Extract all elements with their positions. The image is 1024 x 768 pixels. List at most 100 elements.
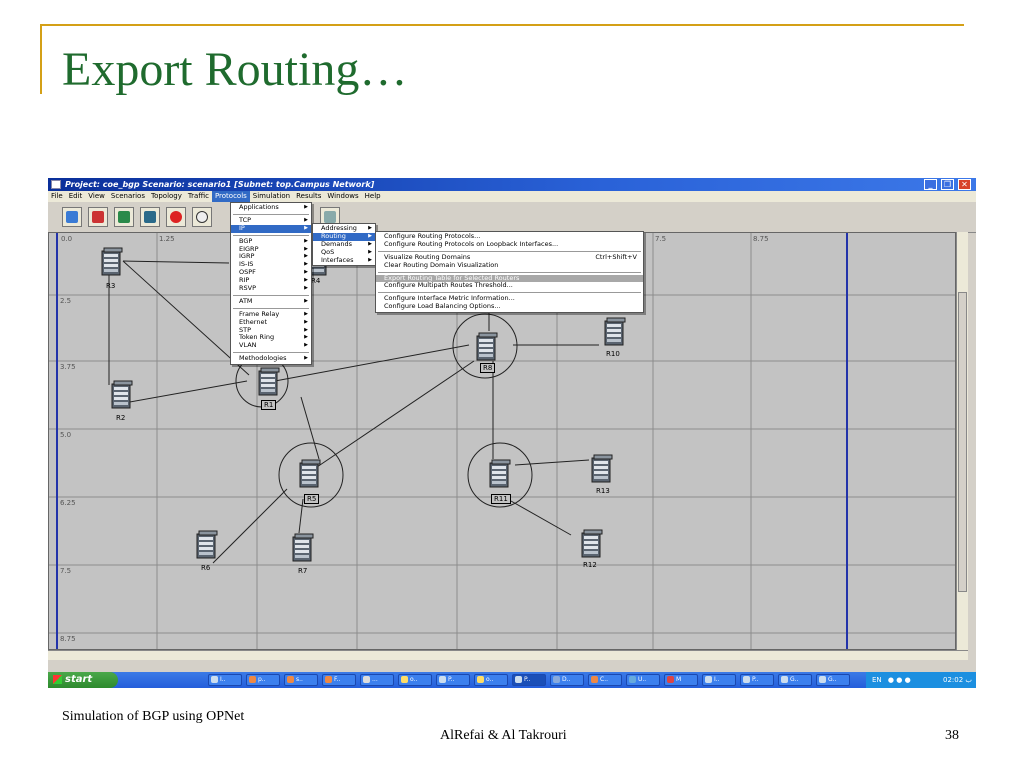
menu-item-rsvp[interactable]: RSVP — [231, 284, 311, 293]
menu-item-label: Visualize Routing Domains — [384, 252, 471, 261]
router-r12-icon[interactable] — [579, 529, 603, 559]
menu-file[interactable]: File — [51, 192, 63, 200]
router-r2-icon[interactable] — [109, 380, 133, 410]
object-palette-icon[interactable] — [320, 207, 340, 227]
language-indicator[interactable]: EN — [872, 676, 882, 684]
menu-topology[interactable]: Topology — [150, 192, 182, 200]
menu-item-rip[interactable]: RIP — [231, 276, 311, 285]
menu-item-token-ring[interactable]: Token Ring — [231, 334, 311, 343]
workspace-grid — [49, 233, 955, 649]
axis-top-1: 1.25 — [159, 235, 175, 243]
taskbar-button[interactable]: o.. — [474, 674, 508, 686]
taskbar-button[interactable]: P.. — [740, 674, 774, 686]
router-label: R3 — [106, 282, 116, 290]
taskbar-button[interactable]: D.. — [550, 674, 584, 686]
taskbar-button[interactable]: I.. — [702, 674, 736, 686]
node-model-icon[interactable] — [140, 207, 160, 227]
axis-left-5: 8.75 — [60, 635, 76, 643]
window-titlebar[interactable]: Project: coe_bgp Scenario: scenario1 [Su… — [48, 178, 976, 191]
task-label: P.. — [524, 676, 531, 683]
taskbar-button[interactable]: C.. — [588, 674, 622, 686]
taskbar-button[interactable]: p.. — [246, 674, 280, 686]
router-r13-icon[interactable] — [589, 454, 613, 484]
start-button[interactable]: start — [48, 672, 118, 688]
axis-left-1: 3.75 — [60, 363, 76, 371]
menu-item-ospf[interactable]: OSPF — [231, 268, 311, 277]
router-label: R7 — [298, 567, 308, 575]
menu-item-configure-multipath-threshold[interactable]: Configure Multipath Routes Threshold... — [384, 281, 513, 290]
router-r8-icon[interactable] — [474, 332, 498, 362]
browser-icon — [249, 676, 256, 683]
task-label: o.. — [410, 676, 418, 683]
menu-item-configure-routing-protocols[interactable]: Configure Routing Protocols... — [384, 232, 481, 240]
taskbar-button[interactable]: s.. — [284, 674, 318, 686]
close-icon[interactable]: ✕ — [958, 179, 971, 190]
taskbar-button-active[interactable]: P.. — [512, 674, 546, 686]
zoom-icon[interactable] — [192, 207, 212, 227]
menu-item-routing[interactable]: Routing — [313, 232, 375, 241]
menu-item-export-routing-table[interactable]: Export Routing Table for Selected Router… — [376, 274, 643, 283]
menu-item-demands[interactable]: Demands — [313, 240, 375, 249]
scroll-thumb[interactable] — [958, 292, 967, 592]
router-r3-icon[interactable] — [99, 247, 123, 277]
open-project-icon[interactable] — [62, 207, 82, 227]
menu-protocols[interactable]: Protocols — [211, 191, 250, 202]
menu-item-bgp[interactable]: BGP — [231, 237, 311, 246]
taskbar-button[interactable]: I.. — [208, 674, 242, 686]
taskbar-button[interactable]: G.. — [778, 674, 812, 686]
router-r6-icon[interactable] — [194, 530, 218, 560]
menu-item-stp[interactable]: STP — [231, 326, 311, 335]
menu-item-interfaces[interactable]: Interfaces — [313, 256, 375, 265]
menu-windows[interactable]: Windows — [327, 192, 359, 200]
menu-separator — [233, 213, 309, 215]
menu-item-clear-routing-domain-visualization[interactable]: Clear Routing Domain Visualization — [384, 260, 499, 269]
minimize-icon[interactable]: _ — [924, 179, 937, 190]
protocol-config-icon[interactable] — [88, 207, 108, 227]
router-graphic — [299, 459, 321, 488]
menu-item-ip[interactable]: IP — [231, 224, 311, 233]
taskbar-button[interactable]: o.. — [398, 674, 432, 686]
menu-help[interactable]: Help — [364, 192, 381, 200]
menu-item-eigrp[interactable]: EIGRP — [231, 245, 311, 254]
axis-top-3: 8.75 — [753, 235, 769, 243]
horizontal-scrollbar[interactable] — [48, 650, 968, 660]
menu-item-addressing[interactable]: Addressing — [313, 224, 375, 233]
menu-item-applications[interactable]: Applications — [231, 203, 311, 212]
menu-item-configure-loopback-routing[interactable]: Configure Routing Protocols on Loopback … — [384, 239, 559, 248]
vertical-scrollbar[interactable] — [956, 232, 968, 650]
menu-item-atm[interactable]: ATM — [231, 297, 311, 306]
network-model-icon[interactable] — [114, 207, 134, 227]
restore-icon[interactable]: ❐ — [941, 179, 954, 190]
menu-traffic[interactable]: Traffic — [187, 192, 209, 200]
router-r5-icon[interactable] — [297, 459, 321, 489]
router-r7-icon[interactable] — [290, 533, 314, 563]
menu-view[interactable]: View — [88, 192, 105, 200]
menu-item-is-is[interactable]: IS-IS — [231, 260, 311, 269]
menu-item-tcp[interactable]: TCP — [231, 216, 311, 225]
taskbar-button[interactable]: F.. — [322, 674, 356, 686]
record-icon[interactable] — [166, 207, 186, 227]
taskbar-button[interactable]: P.. — [436, 674, 470, 686]
menu-item-methodologies[interactable]: Methodologies — [231, 354, 311, 363]
menu-results[interactable]: Results — [296, 192, 322, 200]
menu-item-igrp[interactable]: IGRP — [231, 253, 311, 262]
menu-item-ethernet[interactable]: Ethernet — [231, 318, 311, 327]
menu-item-qos[interactable]: QoS — [313, 248, 375, 257]
taskbar-button[interactable]: ... — [360, 674, 394, 686]
menu-scenarios[interactable]: Scenarios — [110, 192, 145, 200]
menu-item-frame-relay[interactable]: Frame Relay — [231, 310, 311, 319]
menu-edit[interactable]: Edit — [68, 192, 83, 200]
menu-item-configure-load-balancing[interactable]: Configure Load Balancing Options... — [384, 302, 501, 311]
router-r10-icon[interactable] — [602, 317, 626, 347]
task-label: ... — [372, 676, 378, 683]
taskbar-button[interactable]: U.. — [626, 674, 660, 686]
router-r11-icon[interactable] — [487, 459, 511, 489]
menu-item-configure-interface-metric[interactable]: Configure Interface Metric Information..… — [384, 294, 515, 303]
taskbar-button[interactable]: M — [664, 674, 698, 686]
router-r1-icon[interactable] — [256, 367, 280, 397]
menu-item-vlan[interactable]: VLAN — [231, 341, 311, 350]
menu-simulation[interactable]: Simulation — [252, 192, 291, 200]
taskbar-button[interactable]: G.. — [816, 674, 850, 686]
task-label: P.. — [752, 676, 759, 683]
